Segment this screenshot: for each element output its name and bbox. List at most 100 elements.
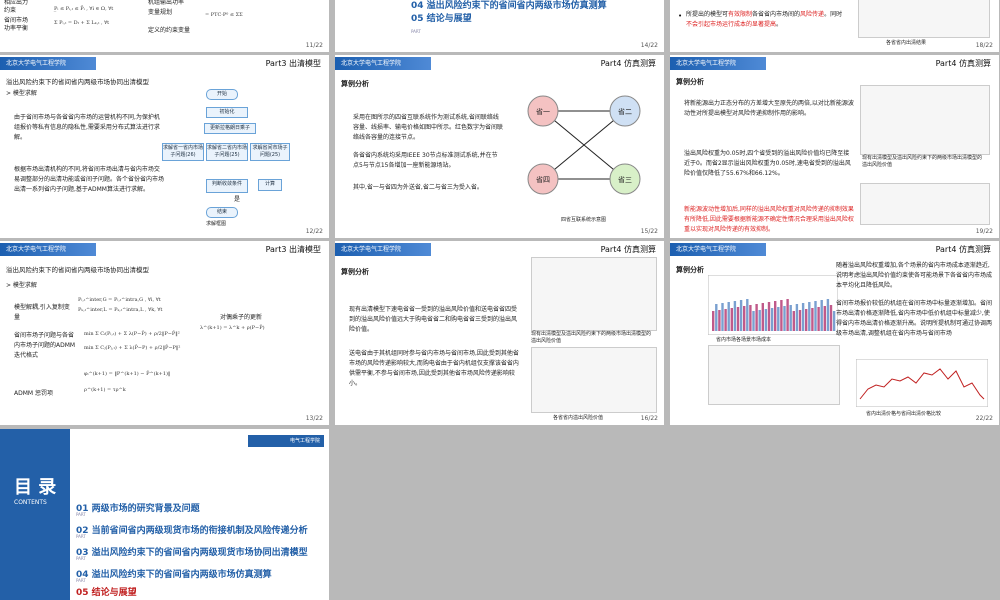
heading: 算例分析 [676,78,704,86]
part-label: PART [76,512,86,517]
toc-item-04[interactable]: 04 溢出风险约束下的省间省内两级市场仿真测算 [76,570,272,580]
paragraph: 采用在图所示的四省互联系统作为测试系统,省间联络线容量、线损率、输电价格如图中所… [353,114,504,141]
flow-init: 初始化 [206,107,248,118]
flow-start: 开始 [206,89,238,100]
cost-bar [749,305,752,331]
cost-bar [808,302,811,331]
node-province-3 [609,163,641,195]
cost-bar [746,299,749,331]
chart-caption: 现有出清模型及溢出风险约束下的两级市场出清模型的溢出风险价值 [531,331,652,344]
page-number: 14/22 [640,42,658,49]
cost-bar [739,300,743,331]
chart-caption: 省内出清价格与省间出清价格比较 [866,411,942,417]
paragraph: 送电省由于其机组同时参与省内市场与省间市场,因此受到其他省市场的风险传递影响较大… [349,350,519,387]
conclusion-text: 所提出的模型可有效限制各省省内市场间的风险传递。同时不会引起市场运行成本的显著提… [686,11,843,28]
cost-bar [743,306,746,331]
toc-item-03[interactable]: 03 溢出风险约束下的省间省内两级现货市场协同出清模型 [76,548,308,558]
part-label: PART [76,578,86,583]
cost-bar [715,304,718,331]
slide-title: Part4 仿真测算 [935,59,991,68]
school-band: 电气工程学院 [248,435,324,447]
paragraph: 现有出清模型下速电省省一受到的溢出风险价值和送电省省四受到的溢出风险价值远大于购… [349,306,518,333]
cost-bar [770,308,774,331]
cost-bar [761,303,764,331]
toc-sidebar [0,429,70,600]
flow-update: 更新拉格朗日乘子 [204,123,256,134]
school-band: 北京大学电气工程学院 [335,243,431,256]
label-output: 相应出力 [4,0,29,6]
label-market: 省间市场 [4,17,29,24]
page-number: 15/22 [640,228,658,235]
cost-bar [721,303,724,331]
slide-title: Part3 出清模型 [265,59,321,68]
flow-sub1: 求解省一省内市场子问题(26) [162,143,204,161]
toc-item-02[interactable]: 02 当前省间省内两级现货市场的衔接机制及风险传递分析 [76,526,308,536]
label-decouple: 模型解耦,引入复制变量 [14,304,70,321]
equation: Σ Pᵢ,ₜ = Dₜ + Σ Lₖ,ₜ , ∀t [54,20,110,26]
page-number: 18/22 [975,42,993,49]
cost-bar [764,309,768,331]
school-band: 北京大学电气工程学院 [670,57,766,70]
cost-bar [718,310,721,331]
cost-bar [798,310,802,331]
heading: 溢出风险约束下的省间省内两级市场协同出清模型 [6,78,149,86]
cost-bar [712,311,715,331]
paragraph: 省间市场报价较低的机组在省间市场中标量逐渐增加。省间市场出清价格逐渐降低,省内市… [836,300,993,337]
label-constraint: 约束 [4,7,17,14]
slide-19[interactable]: 北京大学电气工程学院 Part4 仿真测算 算例分析 将新能源出力正态分布的方差增… [670,55,999,238]
heading: 溢出风险约束下的省间省内两级市场协同出清模型 [6,266,149,274]
node-label-4: 省四 [536,176,550,184]
cost-bar [727,302,730,331]
toc-item-05[interactable]: 05 结论与展望 [76,588,137,598]
cost-bar [820,300,823,331]
slide-title: Part4 仿真测算 [935,245,991,254]
cost-bar [755,304,758,331]
flow-calc: 计算 [258,179,282,191]
cost-bar [752,311,755,331]
chart-caption: 现有出清模型及溢出风险约束下的两级市场出清模型的溢出风险价值 [862,155,983,168]
cost-bar [783,306,786,331]
cost-bar [730,308,733,331]
four-province-diagram [527,95,641,195]
flow-caption: 求解框图 [206,221,227,227]
school-band: 北京大学电气工程学院 [670,243,766,256]
equation: min Σ Cⱼ(Pⱼ,ₜ) + Σ λ(P̂−P) + ρ/2‖P̂−P‖² [84,345,181,351]
toc-title: 目 录 [14,477,57,498]
cost-bar [780,300,783,331]
risk-chart-image [860,85,990,155]
slide-title: Part3 出清模型 [265,245,321,254]
subheading: > 模型求解 [6,90,37,97]
toc-item-04: 04 溢出风险约束下的省间省内两级市场仿真测算 [411,1,607,11]
cost-bar [792,311,795,331]
price-line-chart [856,359,988,407]
label-dual-update: 对偶乘子的更新 [220,314,263,321]
school-band: 北京大学电气工程学院 [335,57,431,70]
toc-item-01[interactable]: 01 两级市场的研究背景及问题 [76,504,200,514]
slide-11[interactable]: 相应出力 约束 省间市场 功率平衡 P̲ᵢ ≤ Pᵢ,ₜ ≤ P̄ᵢ , ∀i … [0,0,329,52]
heading: 算例分析 [676,266,704,274]
cost-bar [801,303,805,331]
diagram-caption: 四省互联系统示意图 [561,217,607,223]
label-var: 变量规划 [148,9,173,16]
paragraph: 将新能源出力正态分布的方差增大至原先的两倍,以对比新能源波动性对所提出模型对风险… [684,100,854,117]
flow-sub3: 求解省间市场子问题(25) [250,143,290,161]
paragraph: 根据市场出清机构的不同,将省间市场出清与省内市场交易调整部分的出清功能或省间子问… [14,166,165,193]
slide-18[interactable]: • 所提出的模型可有效限制各省省内市场间的风险传递。同时不会引起市场运行成本的显… [670,0,999,52]
slide-14-top[interactable]: 04 溢出风险约束下的省间省内两级市场仿真测算 05 结论与展望 PART 14… [335,0,664,52]
part-label: PART [76,534,86,539]
equation: Pₖ,ₜ^inter,L = Pₖ,ₜ^intra,L , ∀k, ∀t [78,307,163,313]
page-number: 13/22 [305,415,323,422]
cost-bar [758,310,761,331]
heading: 算例分析 [341,80,369,88]
label-balance: 功率平衡 [4,25,29,32]
slide-toc[interactable]: 目 录 CONTENTS 电气工程学院 01 两级市场的研究背景及问题 PART… [0,429,329,600]
paragraph: 溢出风险权重为0.05时,四个省受到的溢出风险价值均已降至接近于0。而省2显示溢… [684,150,851,177]
equation: ρ^(k+1) = τρ^k [84,387,126,393]
page-number: 22/22 [975,415,993,422]
label-penalty: ADMM 惩罚项 [14,390,53,397]
